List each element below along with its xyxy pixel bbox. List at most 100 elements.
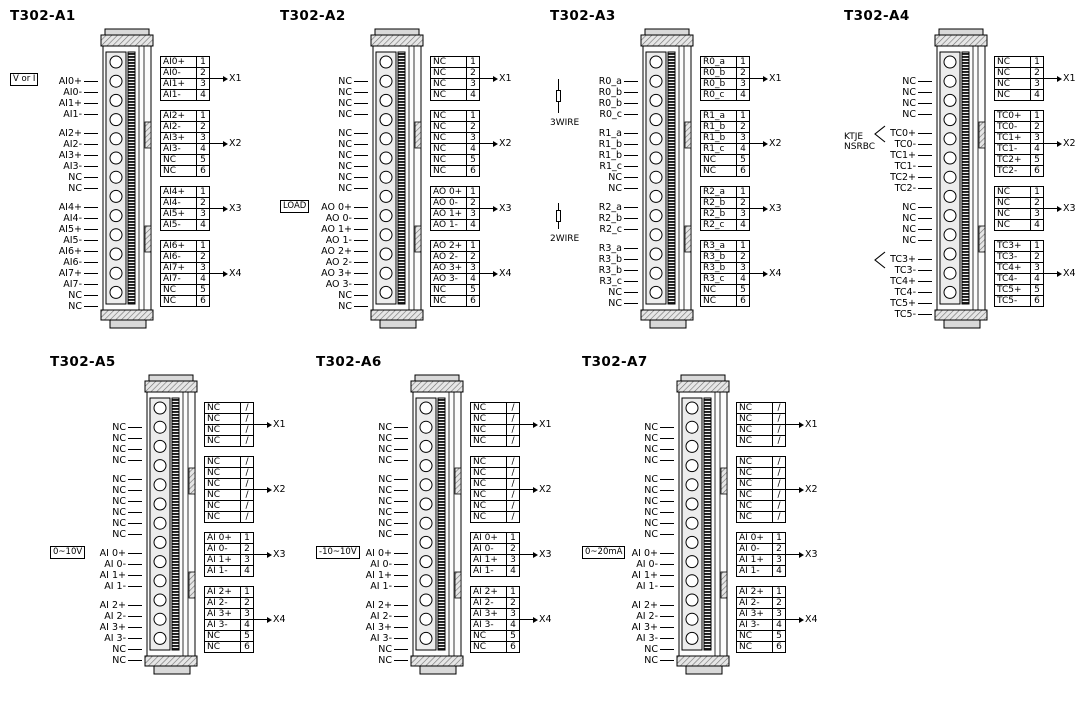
label-group: AI 0+AI 0-AI 1+AI 1- (582, 548, 674, 592)
terminal-row: TC2+5 (994, 154, 1044, 166)
connector-arrow: X2 (750, 138, 782, 149)
terminal-signal: NC (736, 435, 773, 447)
label-row: TC1- (844, 161, 932, 172)
wire-line (394, 460, 408, 461)
signal-label: NC (338, 139, 352, 150)
connector-arrow: X3 (254, 549, 286, 560)
terminal-row: AI7+3 (160, 262, 210, 274)
label-row: NC (316, 496, 408, 507)
signal-label: R0_a (598, 76, 622, 87)
label-row: AI 2+ (582, 600, 674, 611)
terminal-row: TC1-4 (994, 143, 1044, 155)
arrow-icon (1057, 205, 1062, 212)
terminal-pin: 4 (196, 273, 210, 285)
terminal-pin: 4 (196, 89, 210, 101)
terminal-row: NC/ (736, 424, 786, 436)
label-row: NC (10, 183, 98, 194)
label-row: R0_a (550, 76, 638, 87)
wire-line (624, 281, 638, 282)
terminal-signal: R1_c (700, 143, 737, 155)
terminal-pin: / (506, 467, 520, 479)
terminal-signal: NC (470, 478, 507, 490)
terminal-row: AI 2-2 (736, 597, 786, 609)
terminal-module-drawing (144, 374, 198, 675)
signal-label: NC (112, 433, 126, 444)
arrow-icon (493, 140, 498, 147)
signal-label: NC (338, 301, 352, 312)
signal-label: NC (112, 485, 126, 496)
label-row: NC (582, 455, 674, 466)
terminal-pin: 3 (736, 262, 750, 274)
terminal-pin: 5 (506, 630, 520, 642)
terminal-pin: 5 (736, 154, 750, 166)
wire-line (128, 575, 142, 576)
terminal-row: AI 1+3 (736, 554, 786, 566)
arrow-icon (533, 486, 538, 493)
signal-label: R0_c (599, 109, 622, 120)
wire-line (354, 251, 368, 252)
connector-table: NC/NC/NC/NC/NC/NC/ (736, 456, 786, 523)
terminal-pin: 3 (506, 554, 520, 566)
wire-line (84, 103, 98, 104)
terminal-pin: 1 (1030, 110, 1044, 122)
signal-label: NC (644, 655, 658, 666)
terminal-pin: 3 (466, 208, 480, 220)
terminal-signal: NC (994, 89, 1031, 101)
terminal-signal: AI4- (160, 197, 197, 209)
wire-line (394, 616, 408, 617)
rtd-resistor-icon (554, 203, 563, 229)
arrow-line (786, 489, 799, 490)
terminal-pin: 1 (1030, 186, 1044, 198)
label-row: AO 1- (280, 235, 368, 246)
terminal-pin: 4 (1030, 143, 1044, 155)
signal-label: TC5- (894, 309, 916, 320)
terminal-pin: 5 (466, 284, 480, 296)
label-row: R0_b (550, 87, 638, 98)
label-row: AI 0- (50, 559, 142, 570)
terminal-signal: AO 1+ (430, 208, 467, 220)
signal-label: AI3- (63, 161, 82, 172)
terminal-pin: 6 (196, 295, 210, 307)
signal-label: NC (644, 644, 658, 655)
terminal-signal: NC (736, 456, 773, 468)
signal-label: NC (902, 87, 916, 98)
wire-line (84, 155, 98, 156)
wire-line (918, 92, 932, 93)
wire-line (84, 188, 98, 189)
signal-label: NC (338, 76, 352, 87)
signal-range-annotation: -10~10V (316, 546, 360, 559)
wire-line (354, 273, 368, 274)
terminal-signal: R3_a (700, 240, 737, 252)
terminal-pin: 3 (466, 132, 480, 144)
label-row: AI0+ (10, 76, 98, 87)
label-row: NC (844, 202, 932, 213)
wire-line (918, 229, 932, 230)
terminal-signal: AI 2- (204, 597, 241, 609)
signal-label: NC (902, 76, 916, 87)
label-row: NC (50, 422, 142, 433)
terminal-row: AI 2-2 (204, 597, 254, 609)
terminal-pin: 5 (196, 154, 210, 166)
label-row: NC (582, 507, 674, 518)
label-row: AI6+ (10, 246, 98, 257)
terminal-signal: NC (994, 219, 1031, 231)
signal-label: NC (378, 455, 392, 466)
terminal-pin: 3 (736, 208, 750, 220)
wire-line (394, 564, 408, 565)
signal-label: AI7- (63, 279, 82, 290)
label-row: AI 0+ (316, 548, 408, 559)
connector-arrow: X3 (520, 549, 552, 560)
terminal-signal: NC (736, 402, 773, 414)
terminal-signal: NC (430, 165, 467, 177)
terminal-pin: 3 (506, 608, 520, 620)
